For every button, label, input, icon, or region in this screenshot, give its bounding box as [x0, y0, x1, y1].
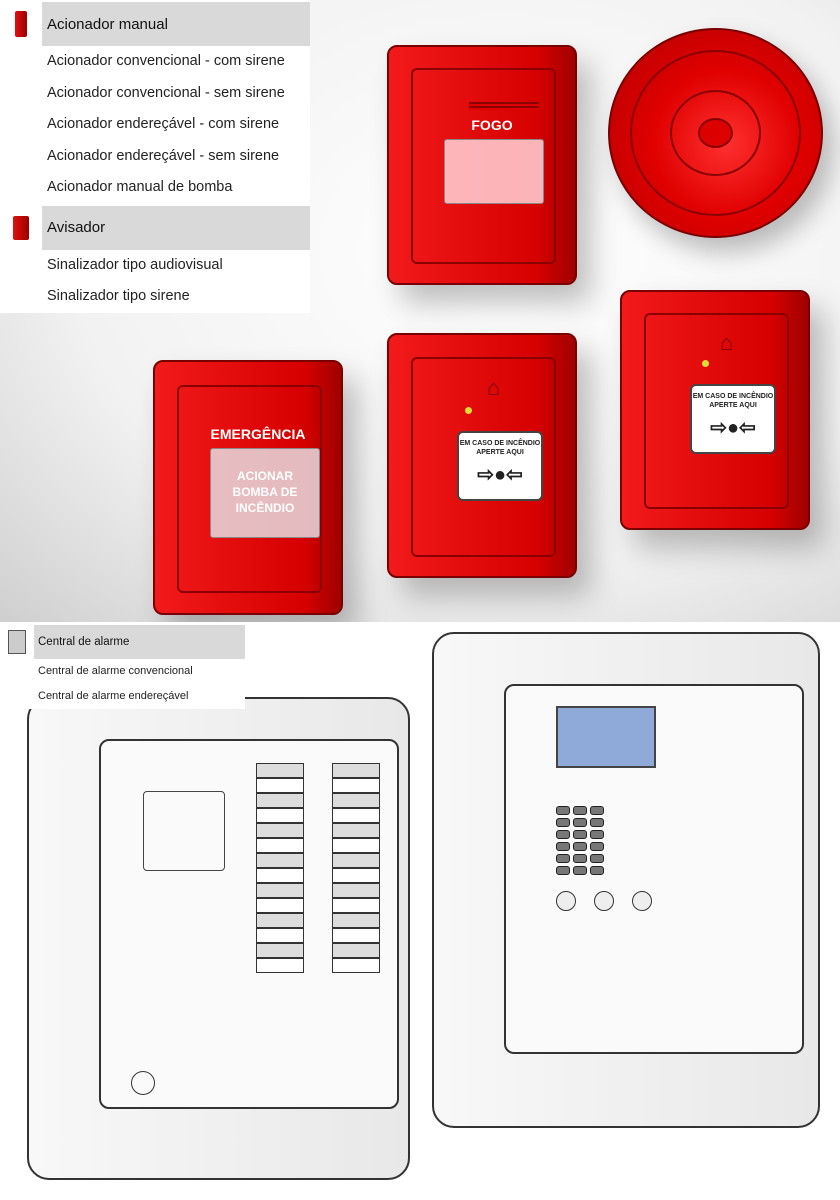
zone-label — [332, 913, 380, 928]
devices-top-section: Acionador manual Acionador convencional … — [0, 0, 840, 622]
keypad-key — [556, 830, 570, 839]
zone-label — [256, 838, 304, 853]
fogo-call-point-image: FOGO — [387, 45, 577, 285]
menu-item[interactable]: Sinalizador tipo audiovisual — [47, 256, 223, 273]
round-button — [594, 891, 614, 911]
menu-item[interactable]: Acionador endereçável - com sirene — [47, 116, 280, 132]
bottom-menu: Central de alarme Central de alarme conv… — [0, 625, 245, 709]
zone-label — [332, 898, 380, 913]
keypad-key — [556, 854, 570, 863]
keypad-key — [573, 830, 587, 839]
keypad-key — [573, 854, 587, 863]
call-point-image: ⌂ EM CASO DE INCÊNDIO APERTE AQUI ⇨●⇦ — [387, 333, 577, 578]
menu-item[interactable]: Acionador convencional - sem sirene — [47, 84, 285, 101]
zone-label — [332, 793, 380, 808]
menu-item[interactable]: Sinalizador tipo sirene — [47, 288, 190, 304]
keypad-key — [556, 842, 570, 851]
zone-label — [332, 838, 380, 853]
menu-header-central-de-alarme[interactable]: Central de alarme — [0, 625, 245, 659]
zone-label — [332, 943, 380, 958]
keypad-key — [590, 818, 604, 827]
fire-house-icon: ⌂ — [720, 330, 734, 355]
siren-image — [608, 28, 823, 238]
keypad-key — [590, 806, 604, 815]
zone-label — [332, 853, 380, 868]
keypad-key — [590, 866, 604, 875]
zone-label — [256, 868, 304, 883]
fire-house-icon: ⌂ — [487, 375, 501, 400]
pump-call-point-image: EMERGÊNCIA ACIONAR BOMBA DE INCÊNDIO — [153, 360, 343, 615]
led-indicator — [465, 407, 472, 414]
zone-label — [332, 823, 380, 838]
menu-header-avisador[interactable]: Avisador — [0, 205, 310, 250]
menu-item[interactable]: Acionador endereçável - sem sirene — [47, 147, 280, 164]
zone-label — [256, 778, 304, 793]
menu-item[interactable]: Central de alarme endereçável — [38, 690, 189, 702]
zone-label — [256, 913, 304, 928]
keypad-key — [556, 866, 570, 875]
zone-label — [332, 928, 380, 943]
zone-label — [332, 808, 380, 823]
zone-label — [256, 853, 304, 868]
zone-label — [332, 958, 380, 973]
zone-label — [256, 943, 304, 958]
zone-label — [256, 928, 304, 943]
led-indicator — [702, 360, 709, 367]
menu-item[interactable]: Acionador convencional - com sirene — [47, 53, 285, 69]
addressable-panel-image — [432, 632, 820, 1128]
zone-label — [332, 778, 380, 793]
round-button — [556, 891, 576, 911]
keypad-key — [573, 818, 587, 827]
keypad-key — [590, 830, 604, 839]
zone-label — [256, 793, 304, 808]
conventional-panel-image — [27, 697, 410, 1180]
zone-label — [256, 808, 304, 823]
keypad-key — [573, 806, 587, 815]
zone-label — [256, 823, 304, 838]
call-point-image: ⌂ EM CASO DE INCÊNDIO APERTE AQUI ⇨●⇦ — [620, 290, 810, 530]
zone-label — [332, 763, 380, 778]
zone-label — [256, 763, 304, 778]
zone-label — [256, 958, 304, 973]
zone-label — [332, 883, 380, 898]
top-menu: Acionador manual Acionador convencional … — [0, 0, 310, 313]
alarm-device-icon — [0, 205, 42, 250]
keypad-key — [590, 842, 604, 851]
manual-call-point-icon — [0, 2, 42, 46]
key-lock — [131, 1071, 155, 1095]
round-button — [632, 891, 652, 911]
keypad-key — [573, 842, 587, 851]
menu-item[interactable]: Acionador manual de bomba — [47, 179, 233, 195]
alarm-panel-icon — [0, 625, 34, 659]
menu-header-acionador-manual[interactable]: Acionador manual — [0, 2, 310, 46]
menu-item[interactable]: Central de alarme convencional — [38, 665, 193, 677]
keypad-key — [573, 866, 587, 875]
zone-label — [256, 898, 304, 913]
keypad-key — [590, 854, 604, 863]
zone-label — [332, 868, 380, 883]
panels-bottom-section: Central de alarme Central de alarme conv… — [0, 622, 840, 1200]
zone-label — [256, 883, 304, 898]
lcd-display — [556, 706, 656, 768]
keypad-key — [556, 818, 570, 827]
keypad-key — [556, 806, 570, 815]
